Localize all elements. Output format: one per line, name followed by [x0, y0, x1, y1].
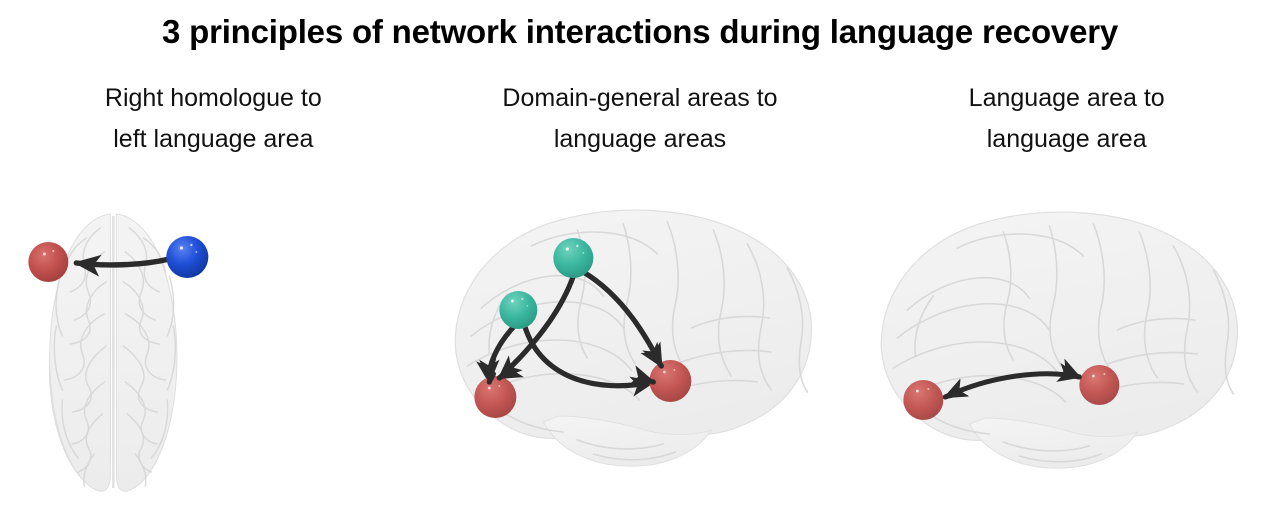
panel-heading-line-1: Language area to: [968, 84, 1165, 112]
panel-heading-domain-general: Domain-general areas to language areas: [427, 78, 854, 159]
language-area-posterior-node: [649, 360, 692, 402]
language-area-anterior-node: [903, 380, 944, 420]
glass-brain-lateral: [881, 211, 1239, 469]
domain-general-anterior-node: [499, 291, 538, 329]
panel-language-to-language-figure: [853, 186, 1280, 512]
panel-heading-language-to-language: Language area to language area: [853, 78, 1280, 159]
panels-row: [0, 186, 1280, 512]
language-area-anterior-node: [474, 376, 517, 418]
page-title: 3 principles of network interactions dur…: [161, 13, 1119, 50]
panel-right-homologue-figure: [0, 186, 427, 512]
arrow-right-homologue-to-left-language: [73, 254, 173, 277]
domain-general-superior-node: [553, 238, 594, 278]
panel-domain-general-figure: [427, 186, 854, 512]
panel-heading-right-homologue: Right homologue to left language area: [0, 78, 427, 159]
left-language-area-node: [28, 242, 69, 282]
panel-heading-line-2: left language area: [113, 124, 314, 153]
panel-heading-line-2: language areas: [553, 124, 727, 153]
panel-heading-line-1: Right homologue to: [104, 84, 322, 112]
panel-heading-line-1: Domain-general areas to: [502, 84, 778, 112]
arrowhead-left: [943, 378, 970, 400]
panel-heading-line-2: language area: [986, 124, 1147, 153]
language-area-posterior-node: [1079, 365, 1120, 405]
arrowhead-right: [1056, 358, 1083, 380]
glass-brain-lateral: [454, 209, 812, 467]
glass-brain-axial: [48, 213, 178, 492]
arrow-dg-anterior-to-language-posterior: [520, 318, 656, 397]
panel-headings-row: Right homologue to left language area Do…: [0, 78, 1280, 159]
right-homologue-node: [166, 236, 209, 278]
